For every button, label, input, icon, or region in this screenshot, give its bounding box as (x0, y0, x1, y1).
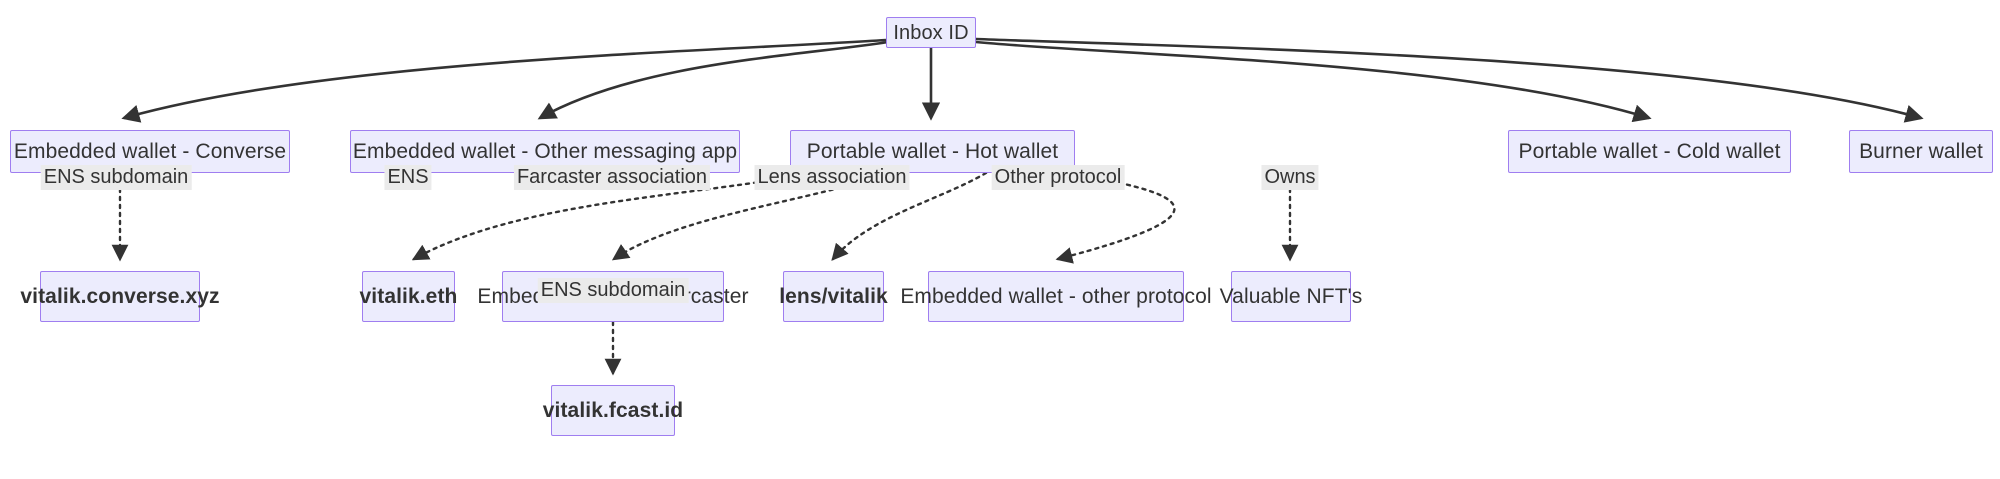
node-vitalik-converse-xyz[interactable]: vitalik.converse.xyz (20, 271, 220, 322)
node-vitalik-fcast-id[interactable]: vitalik.fcast.id (543, 385, 683, 436)
node-burner-wallet[interactable]: Burner wallet (1849, 130, 1993, 173)
node-label: vitalik.converse.xyz (20, 285, 220, 308)
node-lens-vitalik[interactable]: lens/vitalik (779, 271, 888, 322)
edge-label-ens-subdomain-converse: ENS subdomain (40, 165, 192, 190)
node-label: Portable wallet - Hot wallet (806, 140, 1059, 163)
edge-label-owns: Owns (1261, 165, 1319, 190)
edge-inbox-to-converse (121, 38, 887, 123)
node-label: Valuable NFT's (1219, 285, 1363, 308)
node-vitalik-eth[interactable]: vitalik.eth (359, 271, 458, 322)
node-label: Embedded wallet - Converse (13, 140, 287, 163)
edge-inbox-to-other-messaging-app (537, 40, 889, 120)
edge-label-ens: ENS (384, 165, 432, 190)
edge-label-ens-subdomain-farcaster: ENS subdomain (537, 278, 689, 303)
node-label: vitalik.fcast.id (542, 399, 684, 422)
node-label: Inbox ID (893, 21, 969, 44)
node-label: lens/vitalik (779, 285, 888, 308)
node-label: Burner wallet (1859, 140, 1983, 163)
node-valuable-nfts[interactable]: Valuable NFT's (1220, 271, 1362, 322)
node-label: Embedded wallet - other protocol (900, 285, 1212, 308)
edge-label-lens-association: Lens association (754, 165, 910, 190)
node-inbox-id[interactable]: Inbox ID (886, 17, 976, 48)
node-portable-wallet-cold-wallet[interactable]: Portable wallet - Cold wallet (1508, 130, 1791, 173)
edge-inbox-to-burner-wallet (975, 37, 1924, 123)
edge-label-other-protocol: Other protocol (991, 165, 1125, 190)
node-label: Portable wallet - Cold wallet (1518, 140, 1781, 163)
edge-inbox-to-cold-wallet (975, 40, 1652, 123)
node-label: Embedded wallet - Other messaging app (352, 140, 738, 163)
node-embedded-wallet-other-protocol[interactable]: Embedded wallet - other protocol (900, 271, 1212, 322)
node-label: vitalik.eth (359, 285, 458, 308)
edge-label-farcaster-association: Farcaster association (513, 165, 711, 190)
